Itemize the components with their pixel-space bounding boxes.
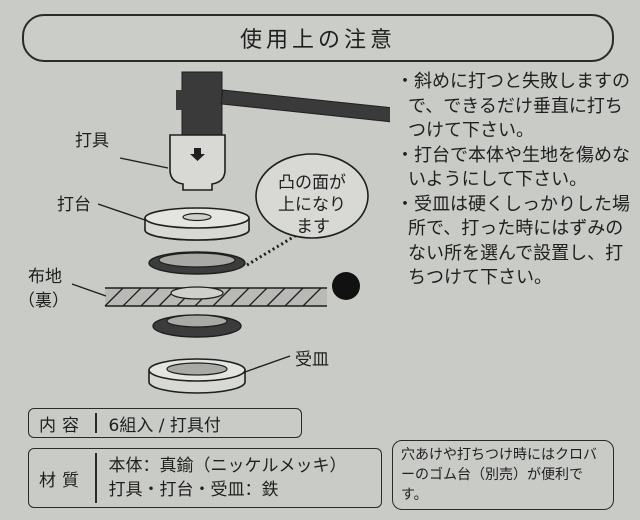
note-item: ・斜めに打つと失敗しますので、できるだけ垂直に打ちつけて下さい。 — [396, 71, 630, 141]
receiver-dish — [148, 358, 246, 394]
caution-notes: ・斜めに打つと失敗しますので、できるだけ垂直に打ちつけて下さい。 ・打台で本体や… — [396, 70, 632, 291]
anvil-disc — [144, 207, 250, 241]
fabric-layer — [104, 286, 327, 307]
fabric-label: 布地 — [28, 267, 62, 287]
material-row: 材質 本体：真鍮（ニッケルメッキ） 打具・打台・受皿：鉄 — [28, 448, 382, 508]
hammer-icon — [176, 71, 390, 143]
bubble-line-2: 上になり — [278, 195, 346, 215]
anvil-label: 打台 — [57, 195, 91, 215]
contents-key: 内容 — [39, 415, 85, 436]
side-note: 穴あけや打ちつけ時にはクロバーのゴム台（別売）が便利です。 — [392, 440, 614, 510]
material-value: 本体：真鍮（ニッケルメッキ） 打具・打台・受皿：鉄 — [97, 454, 359, 502]
note-item: ・打台で本体や生地を傷めないようにして下さい。 — [396, 144, 630, 191]
contents-row: 内容 6組入 / 打具付 — [28, 408, 302, 438]
title-box: 使用上の注意 — [22, 14, 614, 62]
divider — [95, 413, 97, 433]
fabric-back-label: （裏） — [18, 291, 69, 311]
assembly-diagram — [71, 71, 390, 394]
note-item: ・受皿は硬くしっかりした場所で、打った時にはずみのない所を選んで設置し、打ちつけ… — [396, 193, 630, 289]
material-line-1: 本体：真鍮（ニッケルメッキ） — [108, 456, 347, 476]
callout-bubble — [255, 153, 369, 239]
tool-icon — [169, 134, 226, 191]
material-key: 材質 — [39, 470, 85, 491]
eyelet-bottom — [152, 314, 242, 338]
receiver-label: 受皿 — [295, 350, 329, 370]
punch-hole — [332, 272, 360, 300]
bubble-line-1: 凸の面が — [278, 173, 346, 193]
contents-value: 6組入 / 打具付 — [108, 415, 221, 436]
tool-label: 打具 — [75, 131, 109, 151]
eyelet-top — [148, 251, 246, 275]
bubble-line-3: ます — [296, 217, 330, 237]
material-line-2: 打具・打台・受皿：鉄 — [108, 480, 279, 500]
page-title: 使用上の注意 — [239, 28, 396, 53]
divider — [95, 453, 97, 503]
